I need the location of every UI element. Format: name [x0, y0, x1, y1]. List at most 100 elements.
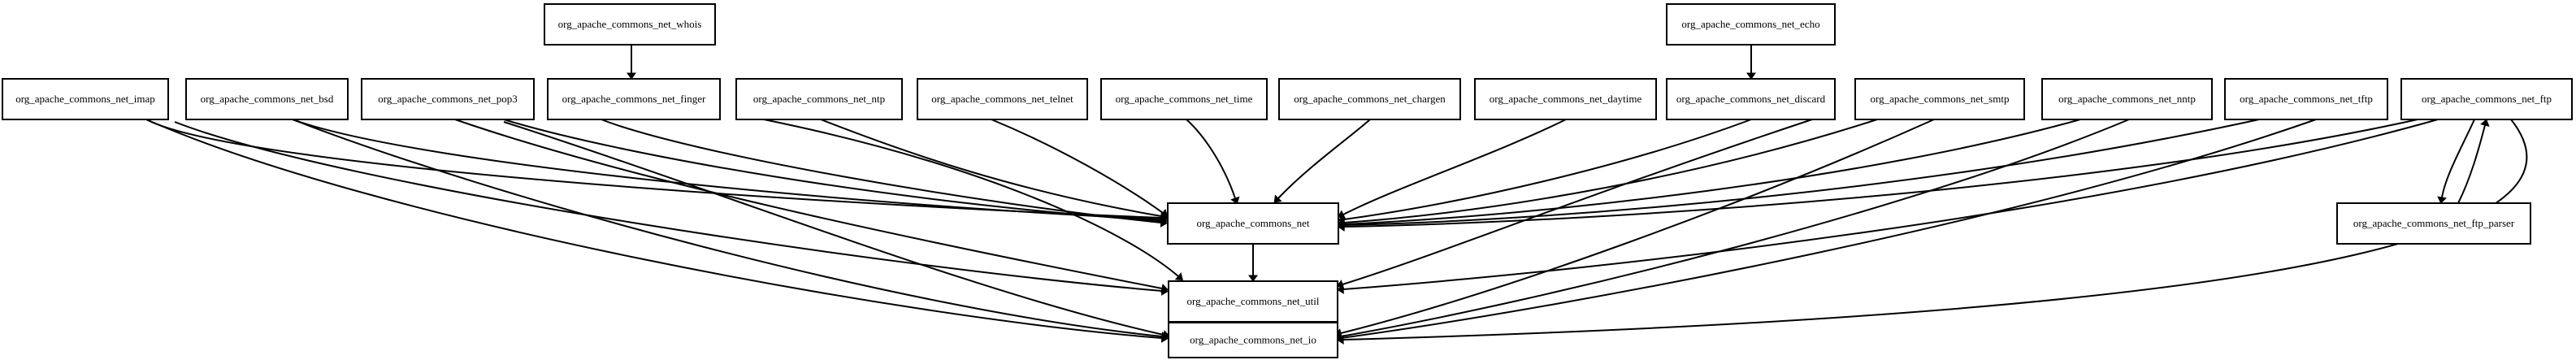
arrowhead-net-to-util: [1248, 275, 1258, 282]
node-box[interactable]: [1167, 202, 1339, 245]
arrowhead-ntp-to-util: [1174, 272, 1183, 281]
edge-ftp-to-io: [1342, 119, 2528, 340]
edge-nntp-to-net: [1343, 119, 2081, 225]
edge-pop3-to-util: [454, 119, 1163, 289]
node-box[interactable]: [1854, 78, 2025, 120]
node-box[interactable]: [1666, 3, 1836, 46]
node-label: org_apache_commons_net_discard: [1676, 93, 1826, 105]
node-finger[interactable]: org_apache_commons_net_finger: [547, 78, 721, 120]
node-whois[interactable]: org_apache_commons_net_whois: [544, 3, 716, 46]
node-box[interactable]: [1100, 78, 1268, 120]
edge-ftpparser-to-ftp: [2457, 124, 2486, 204]
node-bsd[interactable]: org_apache_commons_net_bsd: [185, 78, 349, 120]
node-daytime[interactable]: org_apache_commons_net_daytime: [1474, 78, 1657, 120]
node-box[interactable]: [547, 78, 721, 120]
node-label: org_apache_commons_net_echo: [1681, 18, 1819, 30]
edge-ntp-to-net: [820, 119, 1162, 217]
arrowhead-ftp-to-ftpparser: [2437, 196, 2447, 204]
node-box[interactable]: [1278, 78, 1461, 120]
edge-finger-to-net: [601, 119, 1162, 223]
node-label: org_apache_commons_net_ntp: [753, 93, 885, 105]
node-box[interactable]: [2224, 78, 2388, 120]
node-box[interactable]: [917, 78, 1088, 120]
node-ftp[interactable]: org_apache_commons_net_ftp: [2400, 78, 2573, 120]
edge-nntp-to-io: [1340, 119, 2130, 337]
node-io[interactable]: org_apache_commons_net_io: [1168, 322, 1338, 358]
edge-imap-to-util: [174, 121, 1163, 292]
edge-telnet-to-net: [991, 119, 1164, 214]
node-box[interactable]: [2041, 78, 2213, 120]
node-time[interactable]: org_apache_commons_net_time: [1100, 78, 1268, 120]
node-box[interactable]: [1168, 322, 1338, 358]
node-tftp[interactable]: org_apache_commons_net_tftp: [2224, 78, 2388, 120]
edge-daytime-to-net: [1342, 119, 1567, 215]
node-discard[interactable]: org_apache_commons_net_discard: [1666, 78, 1836, 120]
arrowhead-whois-to-finger: [627, 72, 636, 80]
node-label: org_apache_commons_net_ftp: [2422, 93, 2552, 105]
node-nntp[interactable]: org_apache_commons_net_nntp: [2041, 78, 2213, 120]
edge-ntp-to-util: [763, 119, 1179, 277]
arrowhead-chargen-to-net: [1273, 194, 1282, 203]
node-ntp[interactable]: org_apache_commons_net_ntp: [735, 78, 903, 120]
node-box[interactable]: [1168, 280, 1338, 323]
node-net[interactable]: org_apache_commons_net: [1167, 202, 1339, 245]
node-label: org_apache_commons_net_whois: [558, 18, 702, 30]
node-box[interactable]: [185, 78, 349, 120]
node-telnet[interactable]: org_apache_commons_net_telnet: [917, 78, 1088, 120]
edge-smtp-to-net: [1343, 119, 1878, 223]
edge-bsd-to-io: [292, 119, 1163, 337]
arrowhead-time-to-net: [1230, 196, 1240, 205]
edges-layer: [145, 45, 2528, 345]
edge-tftp-to-io: [1340, 119, 2317, 339]
node-box[interactable]: [2336, 202, 2531, 245]
nodes-layer: org_apache_commons_net_whois org_apache_c…: [2, 3, 2573, 358]
node-label: org_apache_commons_net_pop3: [378, 93, 518, 105]
node-util[interactable]: org_apache_commons_net_util: [1168, 280, 1338, 323]
node-label: org_apache_commons_net_time: [1116, 93, 1253, 105]
node-label: org_apache_commons_net_bsd: [201, 93, 334, 105]
node-label: org_apache_commons_net_telnet: [931, 93, 1073, 105]
edge-pop3-to-io: [503, 121, 1164, 336]
node-label: org_apache_commons_net_nntp: [2058, 93, 2196, 105]
node-box[interactable]: [1666, 78, 1836, 120]
arrowhead-pop3-to-util: [1160, 284, 1169, 293]
node-chargen[interactable]: org_apache_commons_net_chargen: [1278, 78, 1461, 120]
edge-pop3-to-net: [503, 119, 1162, 222]
node-echo[interactable]: org_apache_commons_net_echo: [1666, 3, 1836, 46]
node-smtp[interactable]: org_apache_commons_net_smtp: [1854, 78, 2025, 120]
arrowhead-ftp-to-io: [1337, 335, 1344, 345]
node-label: org_apache_commons_net: [1196, 217, 1309, 229]
node-label: org_apache_commons_net_smtp: [1871, 93, 2010, 105]
node-label: org_apache_commons_net_imap: [15, 93, 155, 105]
edge-tftp-to-net: [1343, 119, 2260, 226]
edge-chargen-to-net: [1277, 119, 1371, 199]
node-box[interactable]: [544, 3, 716, 46]
edge-smtp-to-util: [1342, 119, 1813, 285]
arrowhead-ftp-to-util: [1337, 284, 1344, 294]
node-box[interactable]: [1474, 78, 1657, 120]
arrowhead-finger-to-net: [1160, 218, 1168, 228]
arrowhead-pop3-to-io: [1162, 330, 1170, 340]
node-label: org_apache_commons_net_chargen: [1294, 93, 1446, 105]
arrowhead-ftp-to-net: [1338, 222, 1345, 232]
edge-ftp-to-net: [1343, 119, 2418, 228]
edge-time-to-net: [1186, 119, 1236, 199]
edge-imap-to-io: [145, 119, 1163, 339]
edge-ftp-to-util: [1342, 119, 2439, 290]
node-label: org_apache_commons_net_daytime: [1490, 93, 1642, 105]
node-label: org_apache_commons_net_util: [1187, 295, 1320, 307]
edge-discard-to-net: [1343, 119, 1752, 220]
node-label: org_apache_commons_net_io: [1190, 334, 1316, 346]
node-box[interactable]: [361, 78, 535, 120]
node-label: org_apache_commons_net_tftp: [2240, 93, 2373, 105]
node-label: org_apache_commons_net_ftp_parser: [2353, 217, 2515, 229]
node-box[interactable]: [2400, 78, 2573, 120]
node-pop3[interactable]: org_apache_commons_net_pop3: [361, 78, 535, 120]
edge-smtp-to-io: [1340, 119, 1935, 334]
node-box[interactable]: [2, 78, 169, 120]
node-label: org_apache_commons_net_finger: [562, 93, 706, 105]
node-box[interactable]: [735, 78, 903, 120]
node-imap[interactable]: org_apache_commons_net_imap: [2, 78, 169, 120]
arrowhead-ftpparser-to-ftp: [2480, 119, 2490, 127]
node-ftpparser[interactable]: org_apache_commons_net_ftp_parser: [2336, 202, 2531, 245]
